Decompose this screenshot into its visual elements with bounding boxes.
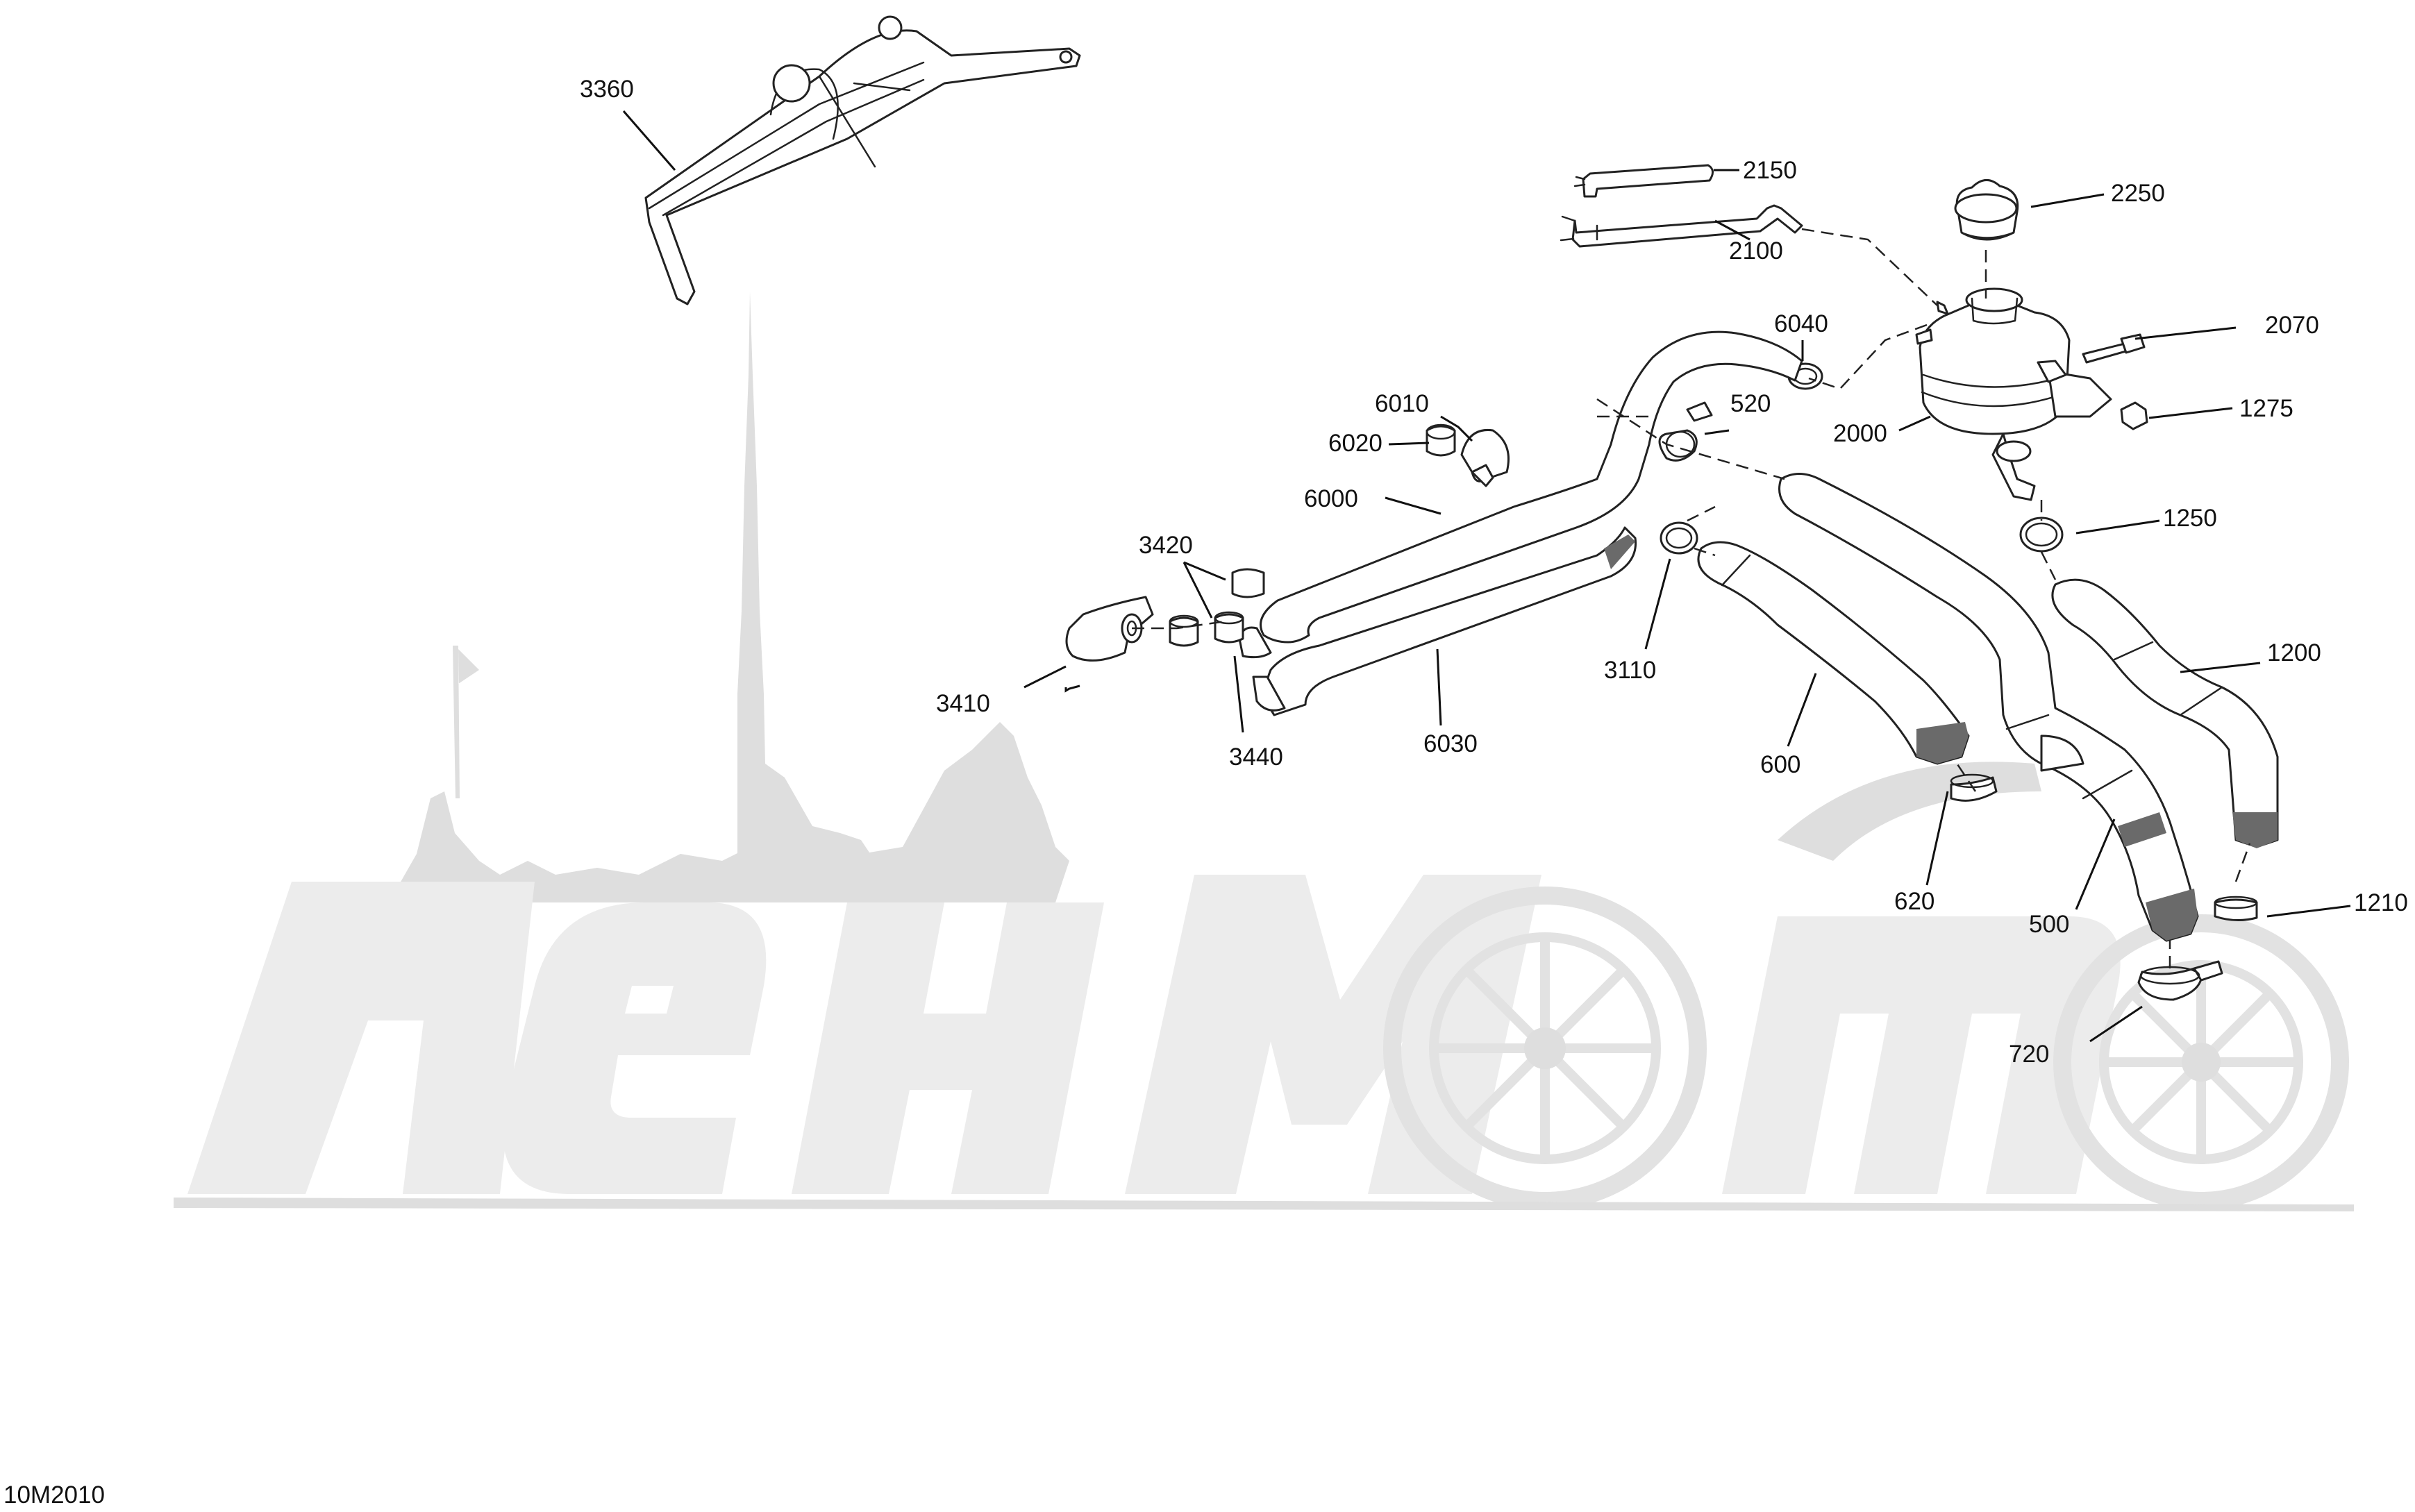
leader-lines: [622, 110, 2351, 1043]
watermark-fork: [1778, 762, 2041, 861]
callout-2070: 2070: [2265, 312, 2319, 339]
clamp-720: [2137, 960, 2223, 1001]
hose-6000: [1238, 330, 1803, 659]
callout-6040: 6040: [1774, 310, 1828, 337]
callout-520: 520: [1730, 390, 1771, 417]
watermark-spire: [737, 292, 875, 861]
watermark-letter-1: [187, 882, 535, 1194]
callout-2000: 2000: [1833, 420, 1887, 447]
callout-3410: 3410: [936, 690, 990, 717]
watermark-flag: [453, 646, 479, 798]
watermark-letters: [187, 875, 2121, 1194]
hose-500: [1778, 473, 2199, 942]
callout-500: 500: [2029, 911, 2069, 938]
watermark-letter-2: [503, 902, 767, 1194]
callout-1250: 1250: [2163, 505, 2217, 532]
watermark-wheel-1: [1383, 887, 1707, 1210]
watermark-logo: [174, 292, 2354, 1211]
callout-2100: 2100: [1729, 237, 1783, 264]
callout-2150: 2150: [1743, 157, 1797, 184]
callout-6030: 6030: [1423, 730, 1478, 757]
callout-3360: 3360: [580, 76, 634, 103]
callout-1200: 1200: [2267, 639, 2321, 666]
watermark-letter-6: [1722, 916, 2121, 1194]
watermark-letter-4: [1125, 875, 1541, 1194]
diagram-code: 10M2010: [3, 1481, 105, 1509]
spacer-6020: [1426, 423, 1456, 457]
callout-6020: 6020: [1328, 430, 1382, 457]
watermark-letter-3: [792, 902, 1104, 1194]
callout-3440: 3440: [1229, 744, 1283, 771]
bracket-3360: [644, 15, 1081, 305]
callout-3110: 3110: [1604, 657, 1656, 684]
callout-1275: 1275: [2239, 395, 2293, 422]
coolant-tank-2000: [1915, 287, 2112, 501]
callout-3420: 3420: [1139, 532, 1193, 559]
callout-6010: 6010: [1375, 390, 1429, 417]
clamp-520: [1658, 401, 1713, 462]
callout-620: 620: [1894, 888, 1934, 915]
callout-6000: 6000: [1304, 485, 1358, 512]
nut-1275: [2120, 401, 2148, 430]
screw-2070: [2082, 333, 2146, 364]
hose-6030: [1252, 526, 1637, 716]
watermark-baseline: [174, 1198, 2354, 1211]
hose-600: [1697, 541, 1970, 765]
callout-2250: 2250: [2111, 180, 2165, 207]
clamp-1250: [2019, 516, 2064, 553]
clamp-3420-b: [1214, 611, 1244, 644]
cap-2250: [1954, 179, 2019, 241]
callout-720: 720: [2009, 1041, 2049, 1068]
hose-2150: [1573, 164, 1714, 198]
clamp-3440: [1169, 614, 1199, 647]
assembly-dashlines: [1132, 228, 2251, 968]
clip-6010: [1460, 428, 1510, 487]
hose-2100: [1560, 204, 1803, 248]
watermark-skyline: [389, 722, 1069, 902]
hose-1200: [2051, 578, 2279, 848]
callout-1210: 1210: [2354, 889, 2408, 916]
watermark-wheel-2: [2053, 914, 2349, 1210]
clamp-1210: [2214, 896, 2258, 921]
callout-600: 600: [1760, 751, 1800, 778]
clamp-3110: [1660, 521, 1698, 555]
clamp-3420-a: [1231, 568, 1265, 598]
callout-labels: 3360 2150 2100 2250 2070 2000 1275 1250 …: [580, 76, 2408, 1068]
